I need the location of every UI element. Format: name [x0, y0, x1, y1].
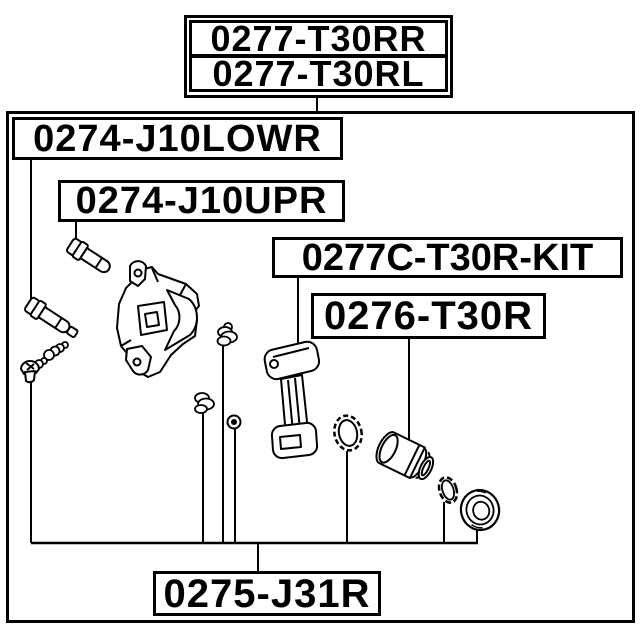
boot-upper-drawing: [216, 322, 238, 347]
dust-cap-drawing: [459, 488, 501, 532]
part-label-slide-pin-upper[interactable]: 0274-J10UPR: [58, 180, 345, 222]
boot-lower-drawing: [194, 392, 215, 414]
part-label-slide-pin-lower[interactable]: 0274-J10LOWR: [12, 117, 343, 160]
caliper-housing-drawing: [116, 260, 200, 378]
rubber-plug-drawing: [226, 414, 242, 430]
piston-drawing: [375, 431, 435, 481]
part-label-caliper-rr[interactable]: 0277-T30RR: [189, 20, 448, 57]
spring-clip-drawing: [27, 341, 69, 373]
part-label-repair-kit[interactable]: 0277C-T30R-KIT: [272, 237, 623, 278]
guide-cap-drawing: [20, 360, 40, 384]
caliper-bracket-drawing: [263, 340, 321, 460]
slide-pin-lower-drawing: [24, 296, 79, 339]
part-label-pin-boot-kit[interactable]: 0275-J31R: [153, 571, 381, 616]
part-label-piston[interactable]: 0276-T30R: [311, 293, 546, 339]
leader-lines: [30, 96, 478, 572]
o-ring-drawing: [437, 476, 459, 504]
piston-boot-drawing: [333, 414, 363, 452]
slide-pin-upper-drawing: [66, 237, 111, 274]
part-label-caliper-assembly-group: 0277-T30RR 0277-T30RL: [184, 15, 453, 98]
assembly-boundary-box: [6, 111, 635, 623]
part-label-caliper-rl[interactable]: 0277-T30RL: [189, 55, 448, 92]
